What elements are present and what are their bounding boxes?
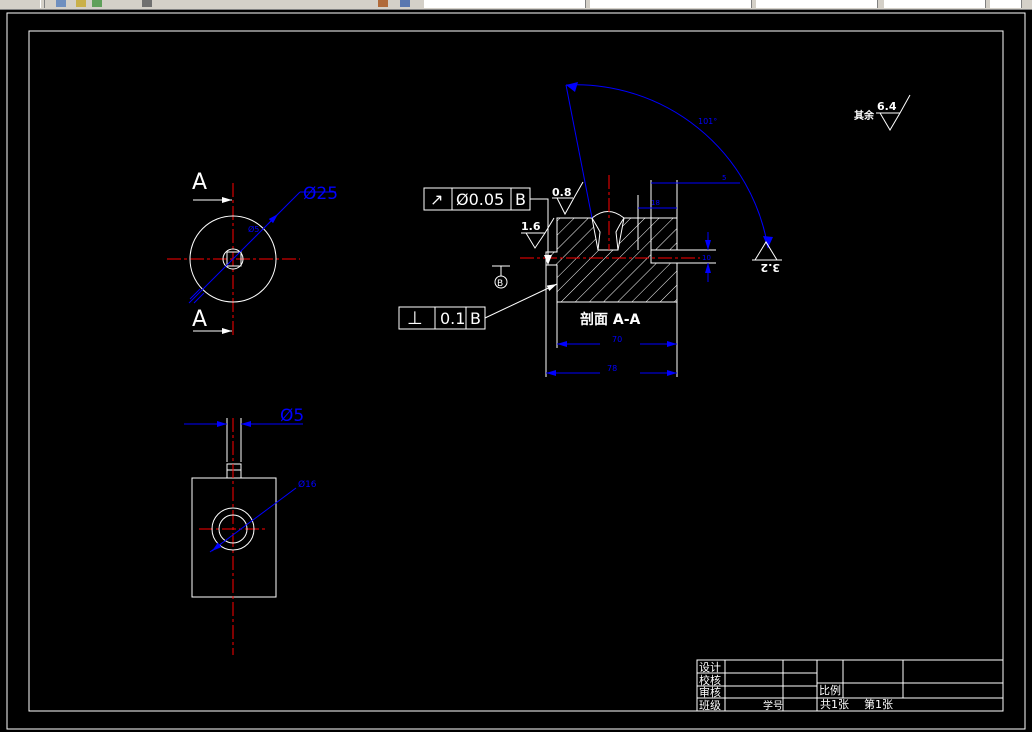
fcf-perp-datum: B [470, 309, 481, 328]
rough-right-value: 3.2 [761, 261, 781, 274]
lineweight-dropdown[interactable] [884, 0, 986, 8]
rough-right-symbol [752, 241, 782, 261]
sheet-outer-border [6, 12, 1026, 730]
front-dim-inner: Ø5 [248, 224, 259, 234]
fcf-perp: ⊥ 0.1 B [398, 283, 558, 330]
lineweight-icon[interactable] [142, 0, 152, 7]
rough-left-value: 1.6 [521, 220, 541, 233]
front-arrow-top [267, 213, 279, 225]
dim-inner-width: 70 [612, 335, 622, 344]
layer-dropdown[interactable] [424, 0, 586, 8]
layers-icon[interactable] [56, 0, 66, 7]
layer-previous-icon[interactable] [400, 0, 410, 7]
color-icon[interactable] [76, 0, 86, 7]
section-mark-bottom: A [192, 307, 207, 332]
dim-vertical: 10 [702, 254, 711, 262]
bottom-dim-bore: Ø16 [298, 479, 317, 490]
drawing-canvas[interactable]: Ø25 Ø5 A A Ø5 Ø16 [0, 10, 1032, 732]
bottom-bore-arrow [211, 542, 223, 552]
rough-top-value: 0.8 [552, 186, 572, 199]
tb-row-design: 设计 [699, 661, 721, 674]
tb-scale-label: 比例 [819, 683, 841, 697]
title-block: 设计 校核 审核 班级 学号 比例 共1张 第1张 [696, 659, 1004, 712]
bottom-bore-leader [209, 487, 297, 553]
front-dim-outer: Ø25 [303, 184, 338, 204]
tb-sheet-index: 第1张 [864, 697, 893, 711]
linetype-icon[interactable] [92, 0, 102, 7]
datum-b-label: B [497, 279, 503, 289]
note-label: 其余 [854, 109, 875, 122]
color-dropdown[interactable] [590, 0, 752, 8]
angle-arrow-end [763, 236, 773, 248]
fcf-perp-tolerance: 0.1 [440, 309, 465, 328]
fcf-runout-arrow [544, 255, 552, 265]
dim-right-small: 18 [651, 199, 660, 207]
tb-sheet-total: 共1张 [820, 698, 849, 711]
section-mark-top: A [192, 170, 207, 195]
note-roughness-symbol [876, 94, 911, 131]
note-roughness: 6.4 [877, 100, 897, 113]
bottom-bore-inner [218, 514, 248, 544]
dim-total-width: 78 [607, 364, 617, 373]
tb-student-no: 学号 [763, 699, 783, 712]
dim-angle: 101° [698, 117, 717, 126]
datum-b-circle [494, 275, 508, 289]
fcf-runout-symbol: ↗ [430, 190, 443, 209]
section-groove-curves [591, 217, 625, 251]
angle-leg [565, 84, 593, 219]
fcf-runout-leader [530, 198, 549, 263]
front-diameter-leader [188, 191, 301, 304]
roughness-marks: 0.8 1.6 3.2 其余 6.4 [521, 94, 911, 274]
toolbar-strip [0, 0, 1032, 10]
tb-row-review: 审核 [699, 685, 721, 699]
fcf-runout-tolerance: Ø0.05 [456, 190, 504, 209]
front-arrow-bottom [189, 288, 205, 304]
bottom-bore-outer [211, 507, 255, 551]
bottom-view: Ø5 Ø16 [184, 406, 317, 655]
rough-top-symbol [552, 181, 584, 216]
tb-row-class: 班级 [699, 699, 721, 712]
dim-right-top: 5 [722, 174, 726, 182]
section-view: 70 78 5 18 10 101° 剖面 A-A [520, 82, 773, 377]
section-groove-arc [591, 211, 625, 219]
plotstyle-dropdown[interactable] [990, 0, 1022, 8]
front-keyway [226, 251, 242, 267]
angle-arc [565, 84, 769, 249]
front-view: Ø25 Ø5 A A [167, 170, 338, 338]
sheet-inner-border [28, 30, 1004, 712]
fcf-runout-datum: B [515, 190, 526, 209]
tb-row-check: 校核 [699, 673, 721, 687]
front-inner-circle [222, 248, 244, 270]
datum-b: B [492, 265, 510, 289]
match-properties-icon[interactable] [378, 0, 388, 7]
section-title: 剖面 A-A [580, 311, 641, 328]
bottom-dim-pin: Ø5 [280, 406, 304, 426]
fcf-perp-leader [484, 283, 558, 319]
rough-left-symbol [521, 217, 555, 249]
front-outer-circle [189, 215, 277, 303]
bottom-body-outline [191, 477, 277, 598]
section-hatched-body [545, 217, 678, 303]
angle-arrow-start [566, 82, 578, 92]
linetype-dropdown[interactable] [756, 0, 878, 8]
fcf-runout: ↗ Ø0.05 B [423, 187, 552, 265]
bottom-pin-outline [226, 463, 242, 479]
toolbar-grip [40, 0, 45, 8]
fcf-perp-symbol: ⊥ [407, 308, 423, 329]
